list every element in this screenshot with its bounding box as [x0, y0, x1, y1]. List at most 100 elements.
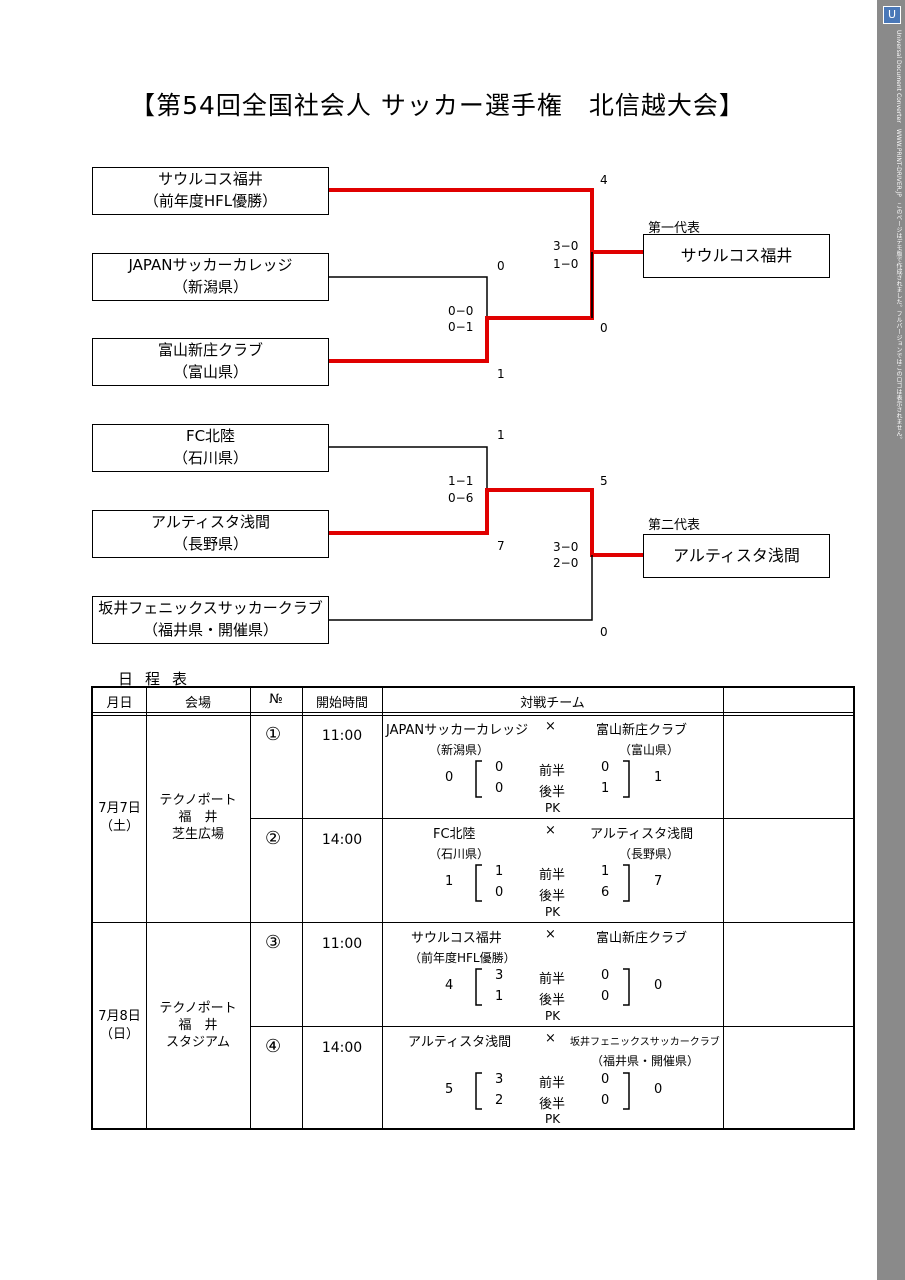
team1: サウルコス福井	[411, 931, 502, 946]
second-half-label: 後半	[539, 993, 566, 1008]
team2: アルティスタ浅間	[590, 827, 694, 842]
half2-score1: 1	[495, 989, 504, 1004]
day1-date: 7月7日	[98, 801, 141, 816]
score-d-half1: 3−0	[553, 540, 579, 554]
schedule-table: 月日 会場 № 開始時間 対戦チーム 7月7日 （土） テクノポート 福 井 芝…	[91, 686, 855, 1130]
match-divider	[250, 1026, 853, 1027]
half1-score1: 3	[495, 968, 504, 983]
score-a-bot: 0	[600, 321, 608, 335]
day2-venue-cell: テクノポート 福 井 スタジアム	[146, 1000, 250, 1051]
rep1-team-box: サウルコス福井	[643, 234, 830, 278]
pk-label: PK	[545, 1009, 561, 1023]
team-name: FC北陸	[185, 427, 236, 445]
vs-mark: ×	[545, 927, 556, 942]
second-half-label: 後半	[539, 889, 566, 904]
converter-logo-icon: U	[883, 6, 901, 24]
team2: 坂井フェニックスサッカークラブ	[570, 1037, 720, 1048]
team-box-toyama-shinjo: 富山新庄クラブ （富山県）	[92, 338, 329, 386]
half1-score2: 0	[601, 968, 610, 983]
team2-sub: （長野県）	[619, 847, 680, 861]
score-c-bot: 7	[497, 539, 505, 553]
team2: 富山新庄クラブ	[596, 723, 688, 738]
total2: 0	[654, 1082, 663, 1097]
score-b-half1: 0−0	[448, 304, 474, 318]
left-bracket	[475, 760, 482, 798]
score-b-top: 0	[497, 259, 505, 273]
first-half-label: 前半	[539, 972, 566, 987]
score-b-half2: 0−1	[448, 320, 474, 334]
match-time: 11:00	[321, 936, 363, 952]
rep2-label: 第二代表	[648, 518, 701, 533]
total2: 7	[654, 874, 663, 889]
score-a-top: 4	[600, 173, 608, 187]
team-name: サウルコス福井	[158, 170, 263, 188]
left-bracket	[475, 864, 482, 902]
team-sub: （福井県・開催県）	[142, 621, 278, 639]
watermark-text: Universal Document Converter WWW.PRINT-D…	[895, 30, 902, 443]
team1-sub: （石川県）	[429, 847, 490, 861]
total2: 1	[654, 770, 663, 785]
day-divider	[93, 922, 853, 923]
score-d-half2: 2−0	[553, 556, 579, 570]
header-divider	[93, 712, 853, 713]
half2-score2: 6	[601, 885, 610, 900]
score-d-bot: 0	[600, 625, 608, 639]
team-box-japan-soccer-college: JAPANサッカーカレッジ （新潟県）	[92, 253, 329, 301]
first-half-label: 前半	[539, 764, 566, 779]
right-bracket	[623, 864, 630, 902]
total1: 5	[445, 1082, 454, 1097]
team-sub: （富山県）	[172, 363, 248, 381]
team-box-sakai-phoenix: 坂井フェニックスサッカークラブ （福井県・開催県）	[92, 596, 329, 644]
match-no: ②	[265, 828, 282, 849]
day1-venue3: 芝生広場	[171, 827, 224, 842]
tournament-bracket-lines	[328, 188, 643, 621]
match-divider	[250, 818, 853, 819]
pk-label: PK	[545, 1112, 561, 1126]
pk-label: PK	[545, 801, 561, 815]
half1-score1: 1	[495, 864, 504, 879]
right-bracket	[623, 760, 630, 798]
match-no: ①	[265, 724, 282, 745]
half2-score1: 0	[495, 781, 504, 796]
team-box-saurcos: サウルコス福井 （前年度HFL優勝）	[92, 167, 329, 215]
total1: 4	[445, 978, 454, 993]
left-bracket	[475, 968, 482, 1006]
col-divider	[146, 688, 147, 1128]
team1: JAPANサッカーカレッジ	[386, 723, 529, 738]
vs-mark: ×	[545, 1031, 556, 1046]
second-half-label: 後半	[539, 1097, 566, 1112]
day1-venue1: テクノポート	[159, 793, 237, 808]
half1-score2: 1	[601, 864, 610, 879]
score-c-half2: 0−6	[448, 491, 474, 505]
rep2-team-box: アルティスタ浅間	[643, 534, 830, 578]
team-sub: （長野県）	[172, 535, 248, 553]
total1: 1	[445, 874, 454, 889]
col-divider	[302, 688, 303, 1128]
total2: 0	[654, 978, 663, 993]
half2-score2: 0	[601, 989, 610, 1004]
watermark-strip: U Universal Document Converter WWW.PRINT…	[877, 0, 905, 1280]
day2-venue3: スタジアム	[165, 1035, 231, 1050]
score-b-bot: 1	[497, 367, 505, 381]
team1: FC北陸	[433, 827, 476, 842]
half2-score2: 0	[601, 1093, 610, 1108]
rep1-label: 第一代表	[648, 221, 701, 236]
half1-score2: 0	[601, 1072, 610, 1087]
header-divider-double	[93, 715, 853, 716]
team-name: 富山新庄クラブ	[157, 341, 263, 359]
day1-venue2: 福 井	[178, 810, 218, 825]
team-sub: （新潟県）	[172, 278, 248, 296]
match-no: ③	[265, 932, 282, 953]
day2-date: 7月8日	[98, 1009, 141, 1024]
total1: 0	[445, 770, 454, 785]
day2-venue1: テクノポート	[159, 1001, 237, 1016]
team1: アルティスタ浅間	[408, 1035, 512, 1050]
header-date: 月日	[106, 696, 133, 711]
day1-dow: （土）	[99, 819, 139, 834]
team-box-artista-asama: アルティスタ浅間 （長野県）	[92, 510, 329, 558]
header-no: №	[269, 692, 283, 707]
header-time: 開始時間	[315, 696, 368, 711]
team-box-fc-hokuriku: FC北陸 （石川県）	[92, 424, 329, 472]
right-bracket	[623, 968, 630, 1006]
team1-sub: （新潟県）	[429, 743, 490, 757]
